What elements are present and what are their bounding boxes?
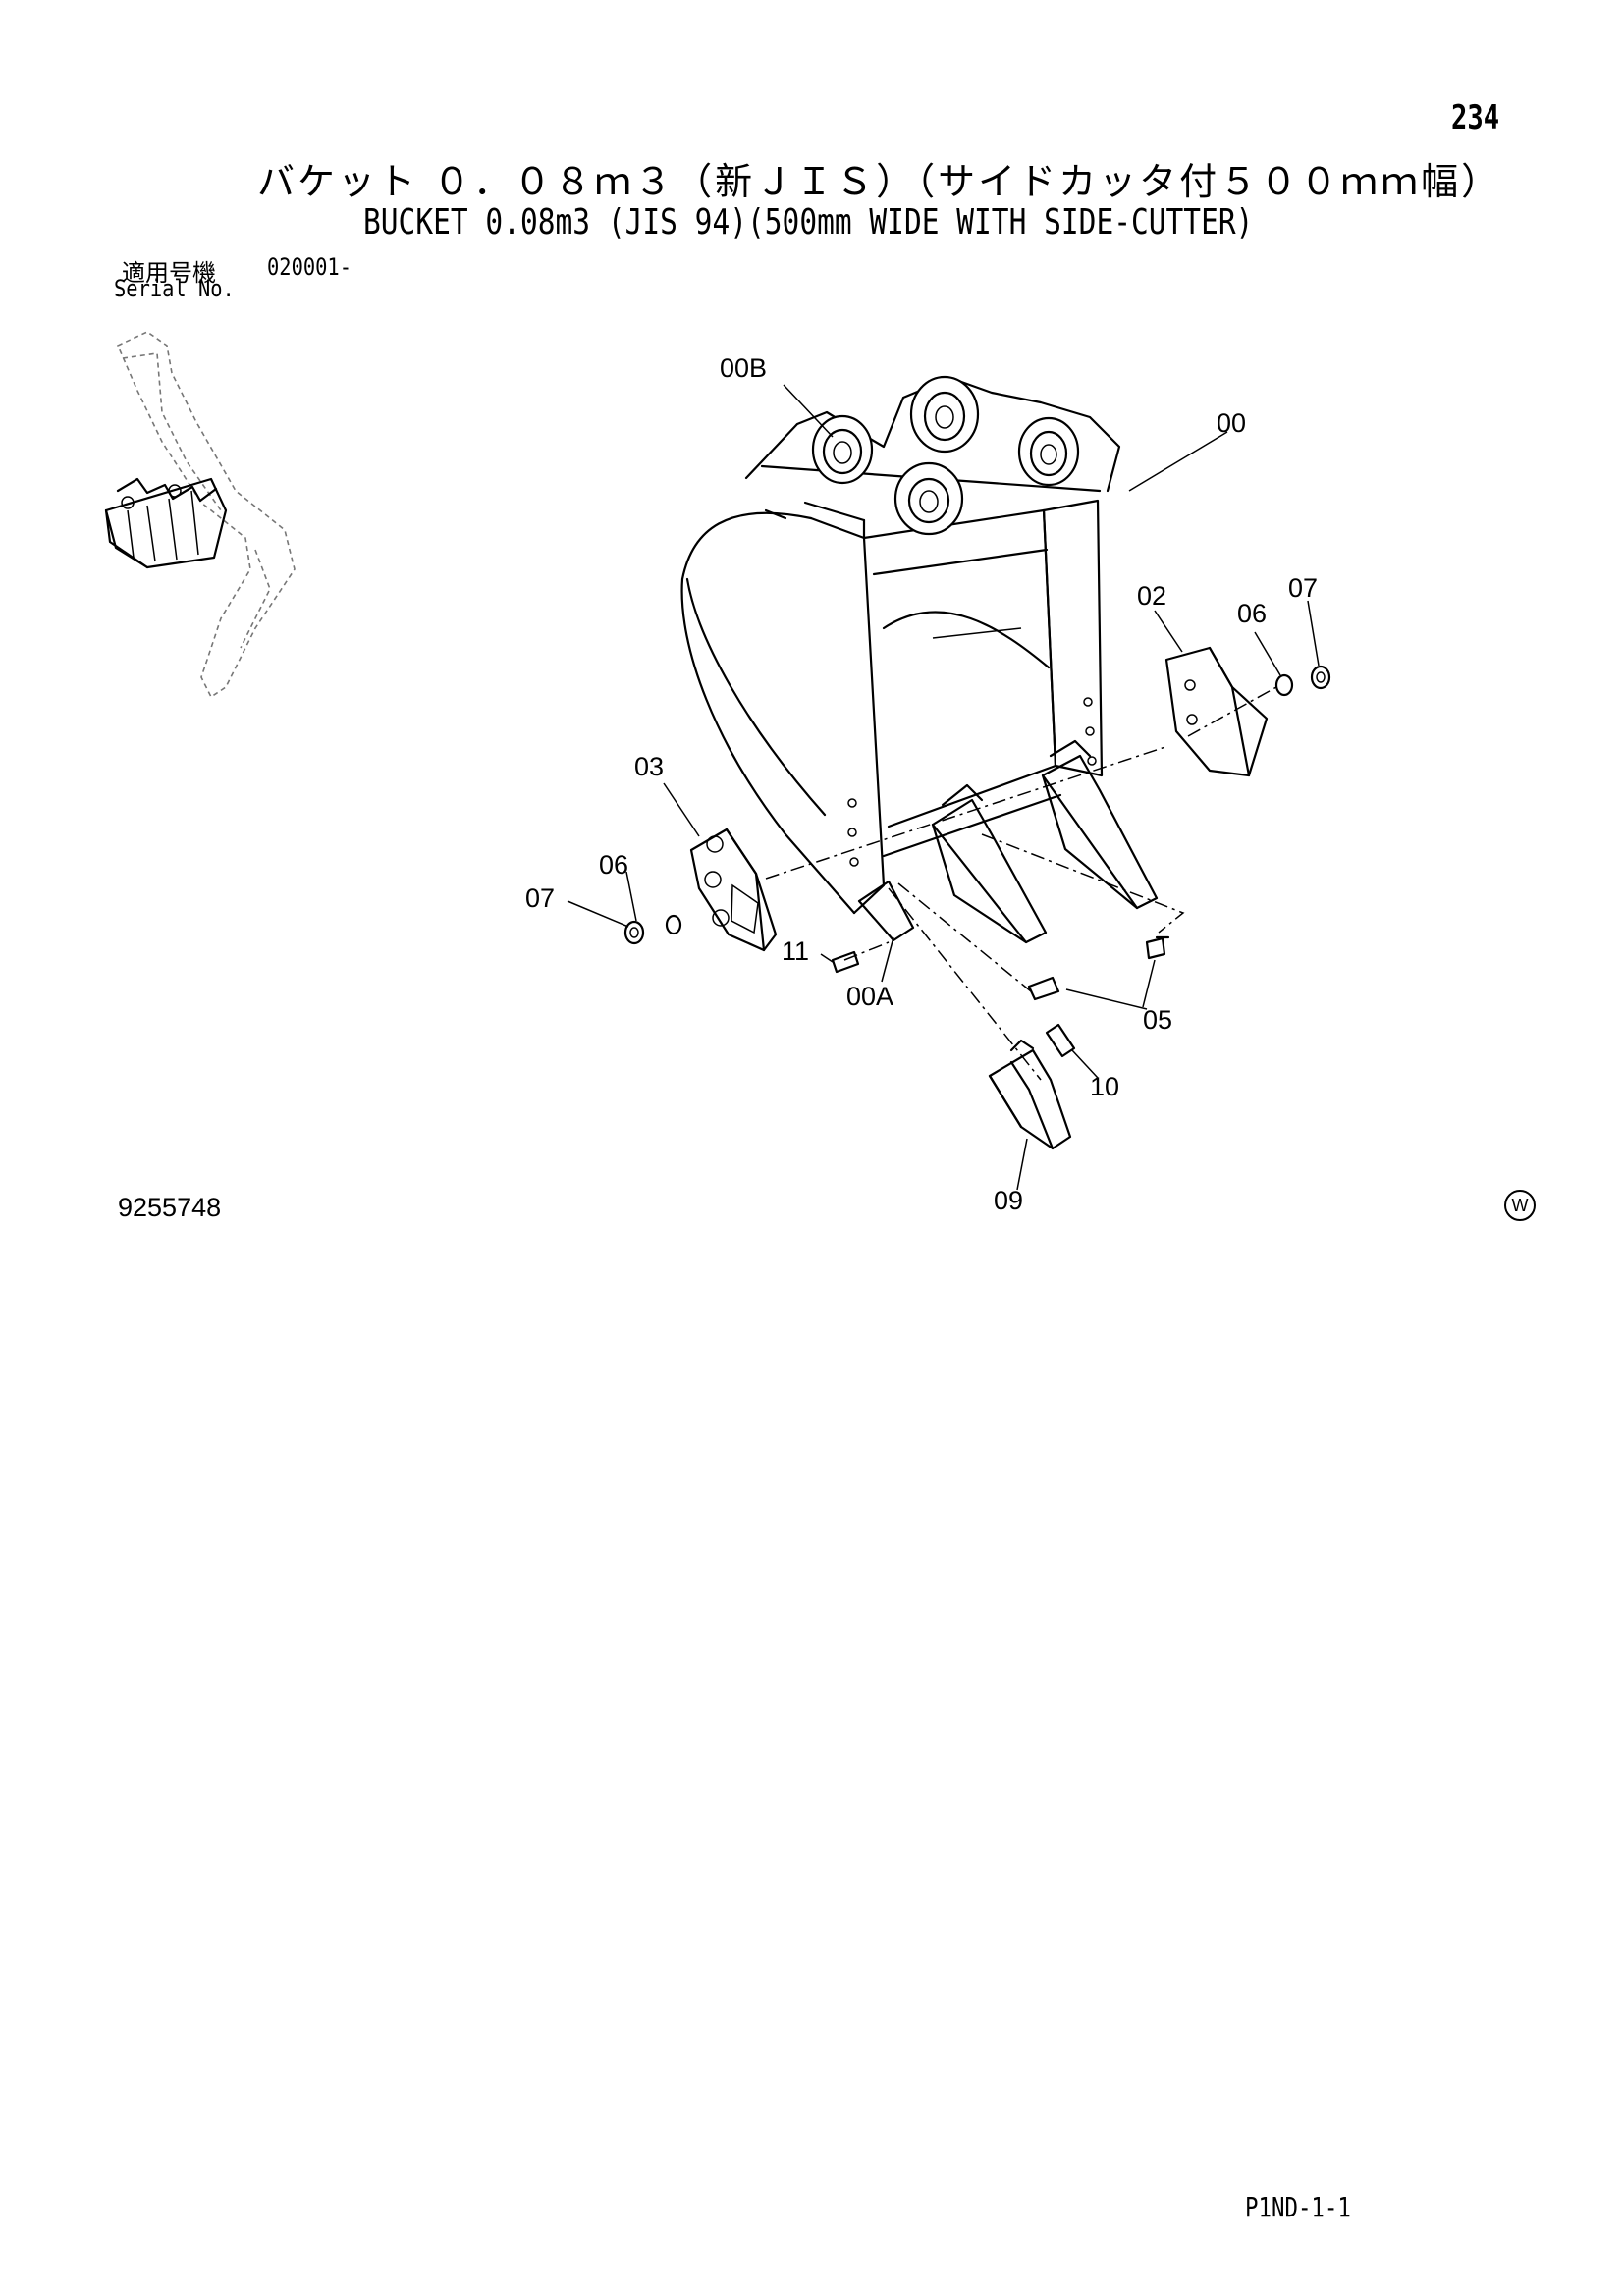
pin-11: [831, 950, 860, 974]
bucket-exploded-diagram: [104, 331, 1331, 1191]
pin-10: [1045, 1023, 1076, 1058]
callout-10: 10: [1090, 1072, 1120, 1101]
callout-06-right: 06: [1237, 599, 1268, 628]
callout-00: 00: [1217, 408, 1247, 438]
serial-label-japanese: 適用号機: [122, 259, 216, 287]
assembly-center-lines: [765, 686, 1277, 1081]
page-number: 234: [1451, 98, 1500, 137]
drawing-number: 9255748: [118, 1193, 222, 1222]
tooth-09: [988, 1039, 1072, 1150]
bucket-teeth: [857, 739, 1159, 944]
callout-09: 09: [994, 1186, 1024, 1215]
callout-07-left: 07: [525, 883, 556, 913]
serial-number-value: 020001-: [267, 253, 352, 281]
title-english: BUCKET 0.08m3 (JIS 94)(500mm WIDE WITH S…: [363, 202, 1254, 242]
nuts-and-washers: [623, 665, 1331, 945]
serial-label-english: Serial No.: [114, 275, 235, 302]
pin-bosses-00B: [811, 375, 1080, 536]
page-code: P1ND-1-1: [1245, 2191, 1351, 2223]
callout-03: 03: [634, 752, 665, 781]
callout-06-left: 06: [599, 850, 629, 880]
callout-02: 02: [1137, 581, 1167, 611]
excavator-arm-thumbnail: [104, 331, 296, 699]
side-cutter-02: [1164, 646, 1269, 777]
callout-00A: 00A: [846, 982, 894, 1011]
leader-lines: [567, 384, 1320, 1191]
callout-05: 05: [1143, 1005, 1173, 1035]
side-cutter-03: [689, 828, 778, 952]
w-circle-mark: W: [1504, 1190, 1536, 1221]
callout-11: 11: [782, 936, 810, 966]
title-japanese: バケット ０．０８ｍ３（新ＪＩＳ）（サイドカッタ付５００ｍｍ幅）: [257, 160, 1502, 203]
callout-07-right: 07: [1288, 573, 1319, 603]
callout-00B: 00B: [720, 353, 768, 383]
bolts-05: [1027, 935, 1170, 1001]
